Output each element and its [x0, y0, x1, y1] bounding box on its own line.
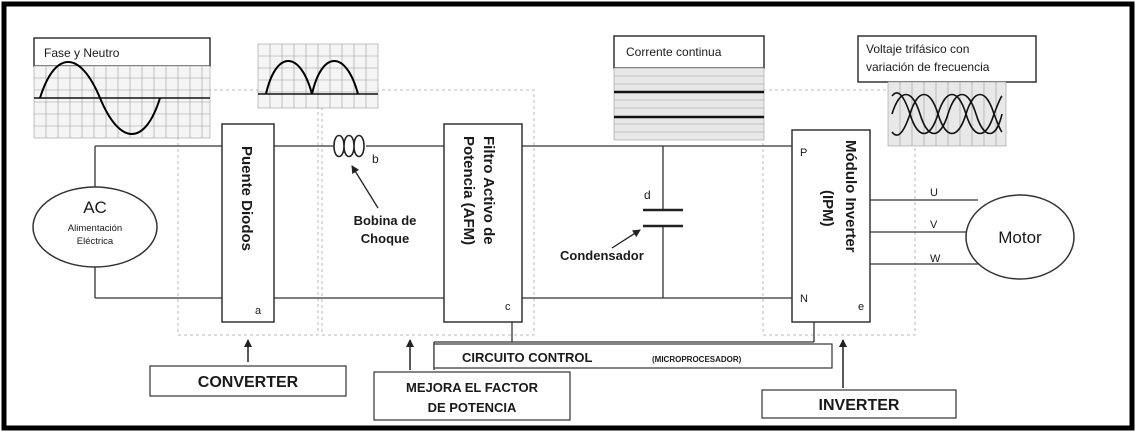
converter-label-box: CONVERTER [149, 365, 347, 397]
active-filter-block: Filtro Activo de Potencia (AFM) c [443, 123, 523, 323]
inverter-label-box: INVERTER [761, 389, 957, 419]
ac-title: AC [83, 198, 107, 217]
phase-u-label: U [930, 187, 938, 199]
control-circuit-label: CIRCUITO CONTROL [462, 350, 593, 365]
n-label: N [800, 293, 808, 305]
filter-label-2: Potencia (AFM) [460, 136, 477, 245]
rectified-wave-panel [257, 43, 379, 109]
ac-subtitle-1: Alimentación [68, 223, 122, 234]
diode-bridge-letter: a [255, 305, 262, 317]
diode-bridge-label: Puente Diodos [238, 146, 255, 251]
inverter-label: INVERTER [819, 397, 900, 414]
fase-neutro-label: Fase y Neutro [44, 46, 120, 60]
ac-subtitle-2: Eléctrica [77, 236, 114, 247]
three-phase-label-1: Voltaje trifásico con [866, 42, 969, 56]
three-phase-panel: Voltaje trifásico con variación de frecu… [857, 35, 1037, 147]
fase-neutro-panel: Fase y Neutro [33, 37, 211, 139]
coil-label-2: Choque [361, 231, 409, 246]
ac-sine-wave [39, 61, 161, 135]
fase-neutro-grid [33, 65, 211, 139]
diode-bridge-block: Puente Diodos a [221, 123, 275, 323]
pfc-label-2: DE POTENCIA [428, 400, 517, 415]
ac-source: AC Alimentación Eléctrica [32, 186, 158, 268]
three-phase-label-2: variación de frecuencia [866, 60, 990, 74]
dc-label: Corrente continua [626, 45, 722, 59]
dc-panel: Corrente continua [613, 35, 765, 141]
capacitor-letter: d [644, 188, 651, 202]
control-circuit-box: CIRCUITO CONTROL (MICROPROCESADOR) [433, 343, 833, 369]
inverter-module-label-1: Módulo Inverter [842, 140, 859, 253]
motor: Motor [965, 194, 1075, 280]
phase-wave-1 [891, 93, 1003, 135]
phase-v-label: V [930, 219, 938, 231]
inverter-module-letter: e [858, 301, 864, 313]
filter-label-1: Filtro Activo de [480, 136, 497, 245]
coil-label-1: Bobina de [354, 213, 417, 228]
capacitor: d Condensador [560, 188, 683, 263]
rectified-wave [265, 60, 359, 95]
pfc-label-1: MEJORA EL FACTOR [406, 380, 539, 395]
pfc-label-box: MEJORA EL FACTOR DE POTENCIA [373, 371, 571, 421]
phase-wave-3 [891, 93, 1003, 136]
capacitor-label: Condensador [560, 248, 644, 263]
p-label: P [800, 147, 807, 159]
motor-label: Motor [998, 228, 1042, 247]
inverter-module-label-2: (IPM) [819, 190, 836, 227]
capacitor-arrow [611, 229, 641, 249]
filter-letter: c [505, 301, 511, 313]
phase-w-label: W [930, 253, 941, 265]
coil-letter: b [372, 152, 379, 166]
converter-label: CONVERTER [198, 374, 299, 391]
control-circuit-sublabel: (MICROPROCESADOR) [652, 355, 742, 364]
choke-coil: b Bobina de Choque [333, 134, 417, 246]
coil-arrow [351, 165, 379, 209]
inverter-module-block: P N Módulo Inverter (IPM) e [791, 129, 871, 323]
